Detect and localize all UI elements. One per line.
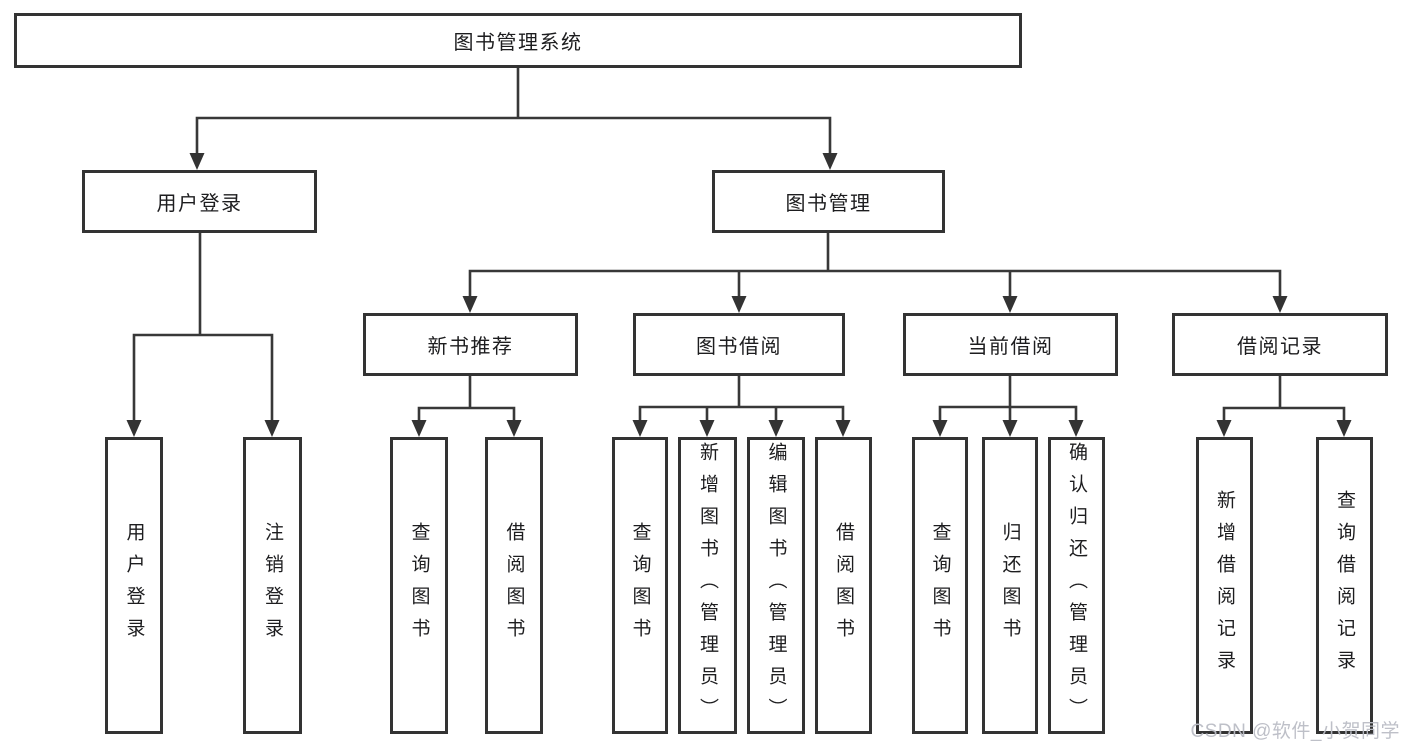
leaf-query-books-2: 查询图书 <box>612 437 668 734</box>
leaf-return-books: 归还图书 <box>982 437 1038 734</box>
node-book-management: 图书管理 <box>712 170 945 233</box>
leaf-user-login: 用户登录 <box>105 437 163 734</box>
leaf-query-books-3: 查询图书 <box>912 437 968 734</box>
leaf-borrow-books-2-label: 借阅图书 <box>833 521 854 650</box>
leaf-query-books-2-label: 查询图书 <box>629 521 651 650</box>
leaf-confirm-return-admin-label: 确认归还（管理员） <box>1066 441 1087 730</box>
node-book-borrowing-label: 图书借阅 <box>696 336 782 358</box>
csdn-watermark: CSDN @软件_小贺同学 <box>1190 721 1400 742</box>
node-user-login: 用户登录 <box>82 170 317 233</box>
node-current-borrowing-label: 当前借阅 <box>967 336 1054 358</box>
leaf-query-books-1: 查询图书 <box>390 437 448 734</box>
leaf-logout-label: 注销登录 <box>262 521 283 650</box>
leaf-add-borrow-record-label: 新增借阅记录 <box>1214 489 1235 682</box>
node-current-borrowing: 当前借阅 <box>903 313 1118 376</box>
leaf-user-login-label: 用户登录 <box>123 521 145 650</box>
node-borrowing-records: 借阅记录 <box>1172 313 1388 376</box>
leaf-edit-books-admin-label: 编辑图书（管理员） <box>765 441 787 730</box>
leaf-confirm-return-admin: 确认归还（管理员） <box>1048 437 1105 734</box>
node-book-management-label: 图书管理 <box>785 193 872 215</box>
leaf-query-borrow-record: 查询借阅记录 <box>1316 437 1373 734</box>
leaf-add-books-admin-label: 新增图书（管理员） <box>697 441 718 730</box>
leaf-logout: 注销登录 <box>243 437 302 734</box>
node-borrowing-records-label: 借阅记录 <box>1237 336 1323 358</box>
node-new-book-recommend-label: 新书推荐 <box>427 336 514 358</box>
leaf-return-books-label: 归还图书 <box>999 521 1021 650</box>
leaf-borrow-books-1: 借阅图书 <box>485 437 543 734</box>
leaf-borrow-books-1-label: 借阅图书 <box>503 521 525 650</box>
node-new-book-recommend: 新书推荐 <box>363 313 578 376</box>
leaf-edit-books-admin: 编辑图书（管理员） <box>747 437 805 734</box>
leaf-query-books-3-label: 查询图书 <box>929 521 951 650</box>
node-root: 图书管理系统 <box>14 13 1022 68</box>
node-user-login-label: 用户登录 <box>156 193 243 215</box>
node-book-borrowing: 图书借阅 <box>633 313 845 376</box>
leaf-borrow-books-2: 借阅图书 <box>815 437 872 734</box>
leaf-add-books-admin: 新增图书（管理员） <box>678 437 737 734</box>
leaf-add-borrow-record: 新增借阅记录 <box>1196 437 1253 734</box>
tree-edges <box>132 66 1346 423</box>
node-root-label: 图书管理系统 <box>453 32 583 54</box>
leaf-query-books-1-label: 查询图书 <box>408 521 430 650</box>
leaf-query-borrow-record-label: 查询借阅记录 <box>1334 489 1355 682</box>
